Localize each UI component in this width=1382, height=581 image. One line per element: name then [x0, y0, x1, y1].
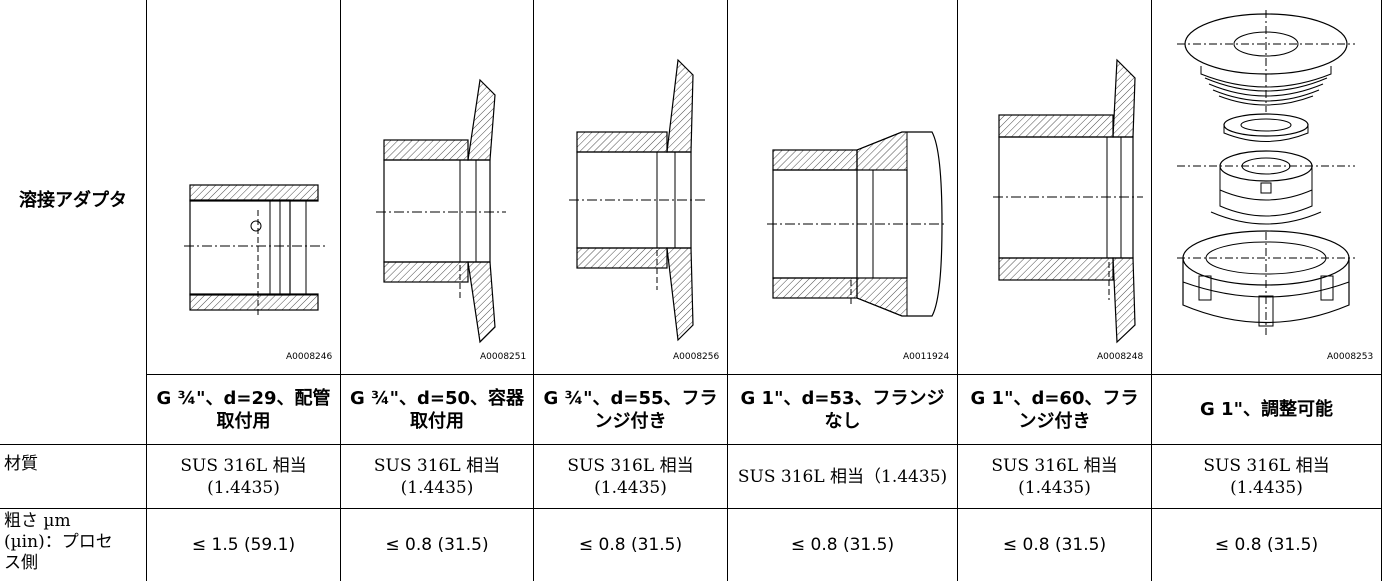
figure-code: A0008253: [1327, 352, 1374, 362]
material-value: SUS 316L 相当 (1.4435): [373, 455, 501, 498]
adapter-drawing-1: [184, 184, 328, 318]
variant-header: G 1"、調整可能: [1200, 399, 1333, 420]
grid-line: [0, 508, 1382, 509]
adapter-drawing-3: [569, 58, 705, 342]
adapter-drawing-2: [376, 78, 506, 344]
adapter-drawing-5: [993, 58, 1143, 344]
grid-line: [340, 0, 341, 581]
material-value: SUS 316L 相当 (1.4435): [567, 455, 694, 498]
roughness-value: ≤ 0.8 (31.5): [1002, 535, 1107, 555]
grid-line: [146, 0, 147, 581]
material-value: SUS 316L 相当 (1.4435): [180, 455, 307, 498]
grid-line: [0, 444, 1382, 445]
grid-line: [1151, 0, 1152, 581]
figure-code: A0008256: [673, 352, 720, 362]
material-value: SUS 316L 相当（1.4435): [737, 466, 948, 487]
material-value: SUS 316L 相当 (1.4435): [1203, 455, 1330, 498]
variant-header: G ¾"、d=55、フランジ付き: [543, 387, 718, 432]
roughness-label: 粗さ µm (µin)：プロセス側: [4, 511, 113, 573]
material-label: 材質: [4, 454, 38, 474]
roughness-value: ≤ 0.8 (31.5): [578, 535, 683, 555]
roughness-value: ≤ 0.8 (31.5): [790, 535, 895, 555]
adapter-drawing-4: [767, 131, 947, 317]
roughness-value: ≤ 0.8 (31.5): [1214, 535, 1319, 555]
variant-header: G 1"、d=53、フランジなし: [740, 387, 945, 432]
grid-line: [533, 0, 534, 581]
variant-header: G ¾"、d=29、配管取付用: [156, 387, 331, 432]
variant-header: G ¾"、d=50、容器取付用: [349, 387, 525, 432]
roughness-value: ≤ 0.8 (31.5): [385, 535, 489, 555]
figure-code: A0008251: [480, 352, 527, 362]
material-value: SUS 316L 相当 (1.4435): [991, 455, 1118, 498]
roughness-value: ≤ 1.5 (59.1): [191, 535, 296, 555]
grid-line: [727, 0, 728, 581]
figure-code: A0008246: [286, 352, 333, 362]
grid-line: [957, 0, 958, 581]
figure-code: A0011924: [903, 352, 950, 362]
adapter-drawing-6: [1177, 10, 1355, 335]
figure-code: A0008248: [1097, 352, 1144, 362]
variant-header: G 1"、d=60、フランジ付き: [970, 387, 1139, 432]
grid-line: [146, 374, 1382, 375]
row-header-weld-adapter: 溶接アダプタ: [19, 189, 127, 211]
